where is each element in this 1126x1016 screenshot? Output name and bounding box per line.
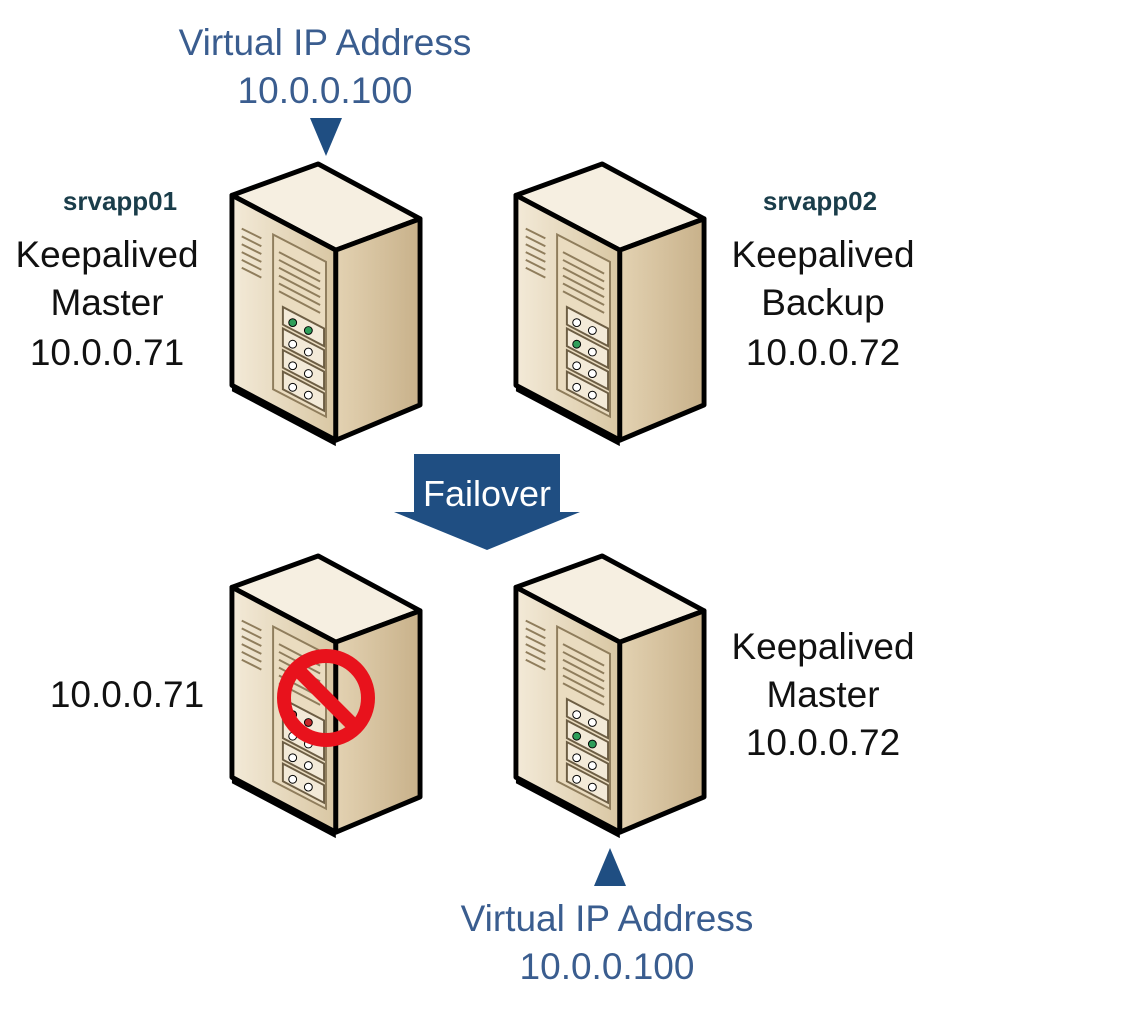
failover-label: Failover [422,473,552,514]
srv1-role-line1: Keepalived [15,234,199,275]
failed-srv1-ip: 10.0.0.71 [49,674,205,715]
srv1-role-line2: Master [50,282,164,323]
srv2-role-line1: Keepalived [731,234,915,275]
new-master-srv2-role-line1: Keepalived [731,626,915,667]
top-vip-address: 10.0.0.100 [237,70,413,111]
bottom-vip-pointer-arrow [594,848,626,886]
srv2-hostname: srvapp02 [762,186,878,216]
srv1-status-leds [288,318,313,400]
bottom-vip-address: 10.0.0.100 [519,946,695,987]
top-vip-label: Virtual IP Address [178,22,472,63]
srv2-ip: 10.0.0.72 [745,332,901,373]
prohibited-icon [277,649,375,747]
new-master-srv2-server-icon [510,552,710,842]
srv1-server-icon [226,160,426,450]
srv1-ip: 10.0.0.71 [29,332,185,373]
srv1-hostname: srvapp01 [62,186,178,216]
new-master-srv2-role-line2: Master [766,674,880,715]
new-master-srv2-ip: 10.0.0.72 [745,722,901,763]
srv2-server-icon [510,160,710,450]
top-vip-pointer-arrow [310,118,342,156]
bottom-vip-label: Virtual IP Address [460,898,754,939]
srv2-status-leds [572,318,597,400]
srv2-role-line2: Backup [761,282,885,323]
failover-arrow [394,454,580,550]
new-master-srv2-status-leds [572,710,597,792]
